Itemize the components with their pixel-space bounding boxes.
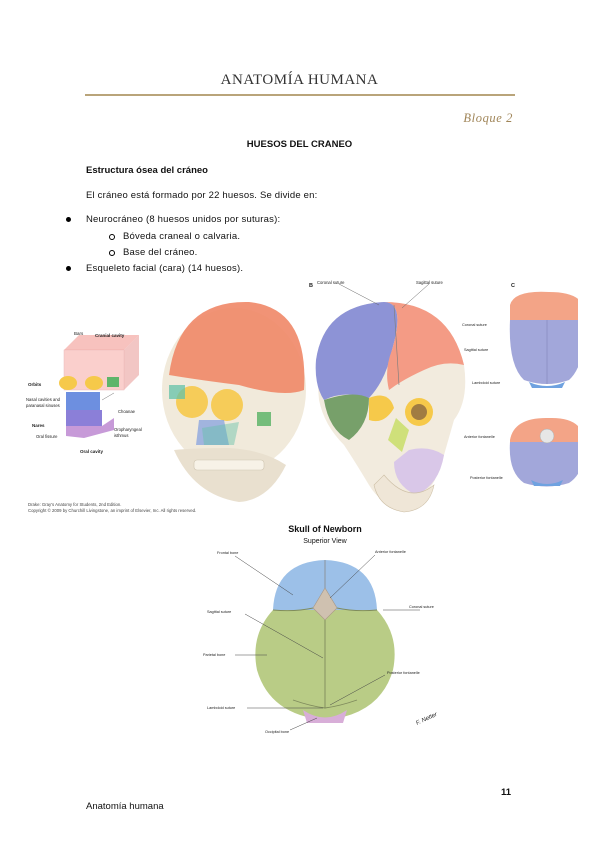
label-frontal-bone: Frontal bone bbox=[217, 551, 238, 555]
label-posterior-fontanelle: Posterior fontanelle bbox=[387, 671, 420, 675]
label-cranial-cavity: Cranial cavity bbox=[95, 333, 125, 338]
label-sagittal-suture-c: Sagittal suture bbox=[464, 348, 488, 352]
circle-bullet-icon bbox=[109, 250, 115, 256]
label-isthmus: isthmus bbox=[114, 433, 128, 438]
block-label: Bloque 2 bbox=[463, 111, 513, 125]
label-coronal-suture: Coronal suture bbox=[409, 605, 434, 609]
bullet-icon bbox=[66, 217, 71, 222]
page-header-title: ANATOMÍA HUMANA bbox=[220, 72, 379, 88]
figure-title: Skull of Newborn bbox=[288, 524, 362, 534]
label-nares: Nares bbox=[32, 423, 45, 428]
netter-signature: F. Netter bbox=[415, 711, 439, 726]
panel-c-label: C bbox=[511, 283, 515, 289]
newborn-skull-figure: Skull of Newborn Superior View Frontal b… bbox=[203, 524, 439, 734]
label-coronal-suture-b: Coronal suture bbox=[317, 280, 345, 285]
label-anterior-fontanelle-c: Anterior fontanelle bbox=[464, 435, 495, 439]
front-skull-illustration bbox=[162, 301, 306, 502]
newborn-skull-illustration bbox=[234, 554, 420, 731]
label-nasal-cavities: Nasal cavities and bbox=[26, 397, 61, 402]
label-choanae: Choanae bbox=[118, 409, 136, 414]
lateral-skull-illustration bbox=[315, 283, 466, 513]
label-oral-cavity: Oral cavity bbox=[80, 449, 104, 454]
label-occipital-bone: Occipital bone bbox=[265, 730, 289, 734]
header-rule bbox=[85, 94, 515, 96]
footer-text: Anatomía humana bbox=[86, 801, 164, 812]
label-oral-fissure: Oral fissure bbox=[36, 434, 58, 439]
subheading: Estructura ósea del cráneo bbox=[86, 165, 208, 176]
label-orbits: Orbits bbox=[28, 382, 42, 387]
page-number: 11 bbox=[501, 787, 512, 798]
label-coronal-suture-c: Coronal suture bbox=[462, 323, 487, 327]
bullet-icon bbox=[66, 266, 71, 271]
newborn-skull-small-views bbox=[509, 291, 578, 487]
figure-credit-line-1: Drake: Gray's Anatomy for Students, 2nd … bbox=[28, 502, 122, 507]
label-parietal-bone: Parietal bone bbox=[203, 653, 225, 657]
label-anterior-fontanelle: Anterior fontanelle bbox=[375, 550, 406, 554]
circle-bullet-icon bbox=[109, 234, 115, 240]
cavity-schematic bbox=[59, 335, 139, 438]
label-lambdoid-suture: Lambdoid suture bbox=[207, 706, 235, 710]
figure-credit-line-2: Copyright © 2009 by Churchill Livingston… bbox=[28, 508, 196, 513]
section-title: HUESOS DEL CRANEO bbox=[246, 139, 353, 150]
label-paranasal: paranasal sinuses bbox=[26, 403, 60, 408]
label-oropharyngeal: Oropharyngeal bbox=[114, 427, 142, 432]
label-posterior-fontanelle-c: Posterior fontanelle bbox=[470, 476, 503, 480]
label-bars: Bars bbox=[74, 331, 84, 336]
label-sagittal-suture: Sagittal suture bbox=[207, 610, 231, 614]
skull-figure-composite: Bars Cranial cavity Orbits Nasal cavitie… bbox=[26, 280, 578, 513]
figure-subtitle: Superior View bbox=[303, 538, 347, 545]
label-lambdoid-suture-c: Lambdoid suture bbox=[472, 381, 500, 385]
intro-paragraph: El cráneo está formado por 22 huesos. Se… bbox=[86, 190, 318, 201]
label-sagittal-suture-b: Sagittal suture bbox=[416, 280, 443, 285]
panel-b-label: B bbox=[309, 283, 313, 289]
